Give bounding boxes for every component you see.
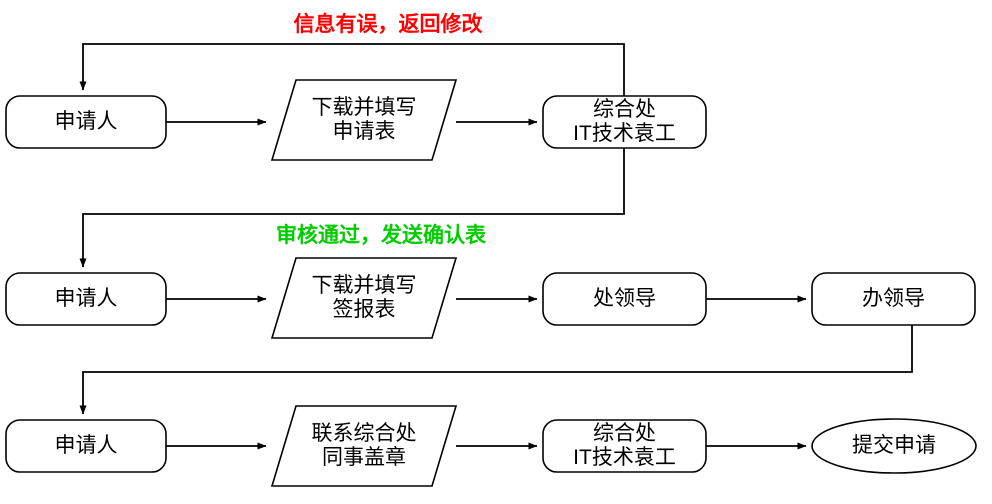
node-r2-office-leader[interactable] bbox=[811, 272, 976, 326]
edge-label-reject: 信息有误，返回修改 bbox=[293, 13, 483, 36]
node-r1-it[interactable] bbox=[542, 95, 707, 149]
edge-reject-loop-row1 bbox=[79, 43, 625, 96]
edge-label-approve: 审核通过，发送确认表 bbox=[276, 224, 486, 247]
node-r2-dept-leader[interactable] bbox=[542, 272, 707, 326]
edge-office-leader-to-row3 bbox=[79, 325, 913, 415]
node-r2-applicant[interactable] bbox=[5, 272, 167, 326]
node-r3-it[interactable] bbox=[542, 419, 707, 473]
node-r3-stamp[interactable] bbox=[270, 405, 458, 487]
node-r2-form[interactable] bbox=[270, 257, 458, 339]
node-r3-applicant[interactable] bbox=[5, 419, 167, 473]
node-r1-applicant[interactable] bbox=[5, 95, 167, 149]
node-r3-submit[interactable] bbox=[811, 418, 977, 474]
node-r1-form[interactable] bbox=[270, 79, 458, 161]
edge-approve-loop-row2 bbox=[79, 148, 625, 268]
